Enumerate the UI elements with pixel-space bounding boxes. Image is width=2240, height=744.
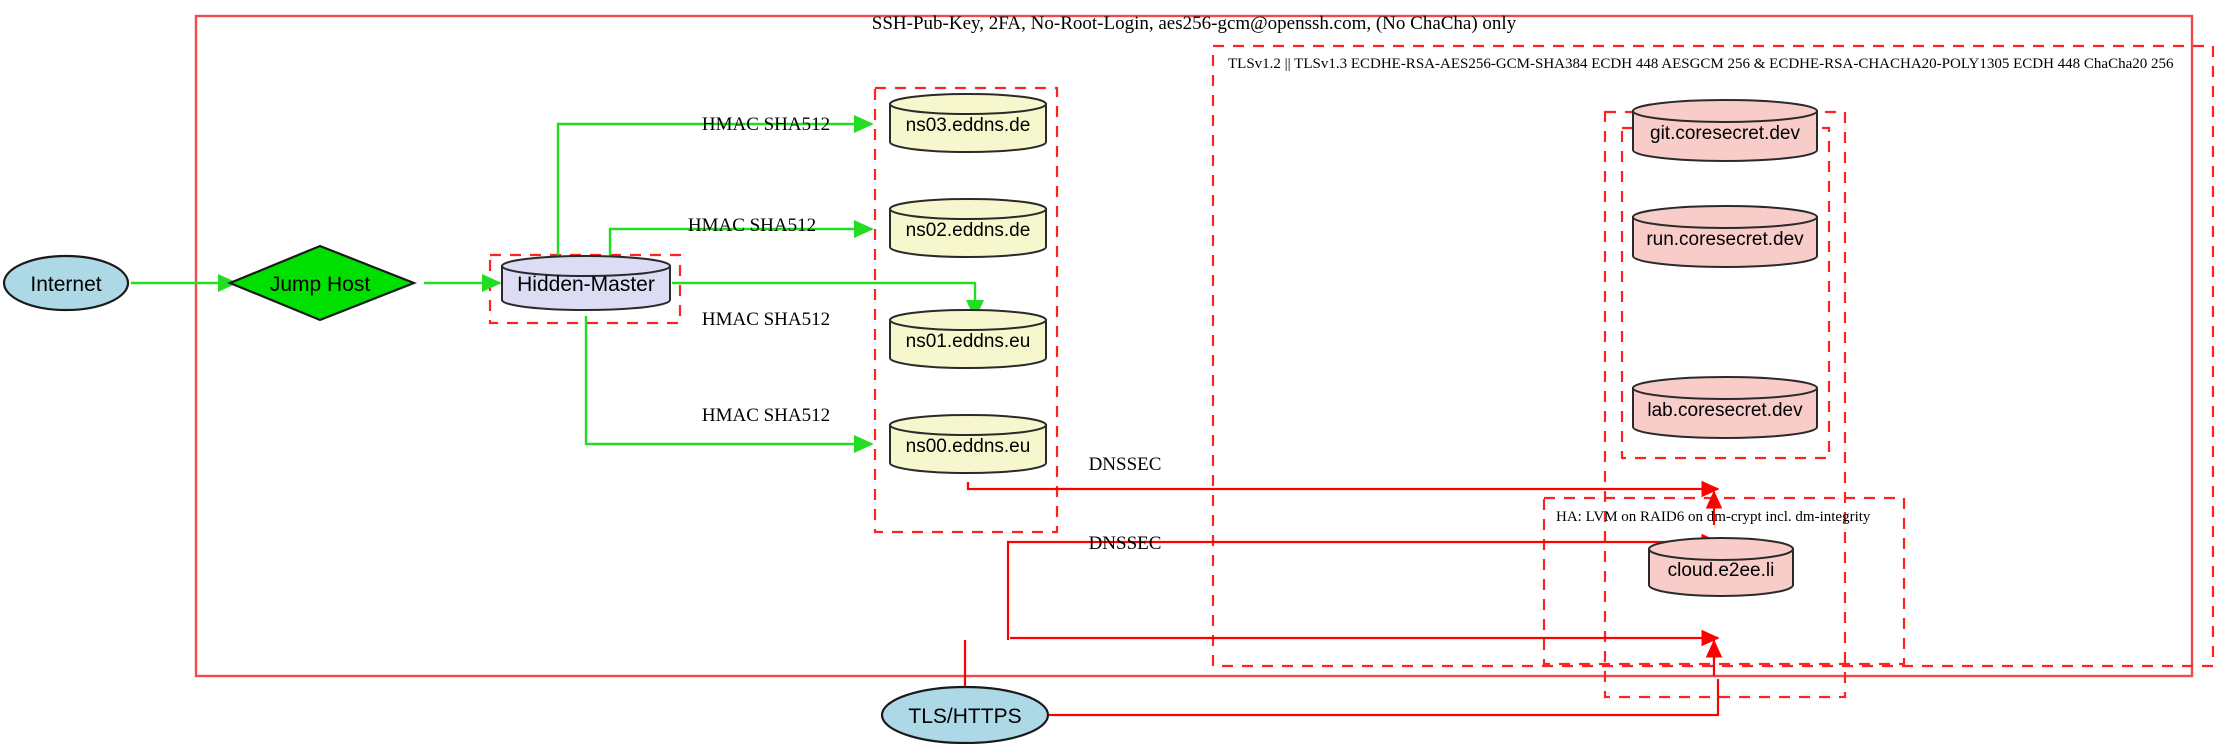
internet-ellipse: [2, 254, 130, 312]
ns03-cylinder-body: [889, 103, 1047, 153]
internet-label: Internet: [30, 273, 101, 296]
git-coresecret-label: git.coresecret.dev: [1650, 123, 1800, 144]
jump-host-diamond: [227, 244, 418, 322]
edge-label-dnssec-lower: DNSSEC: [1089, 533, 1162, 554]
cloud-cylinder-body: [1648, 548, 1794, 597]
edge-tlshttps-right-branch: [1048, 679, 1720, 717]
ssh-boundary-box: [194, 14, 2194, 678]
node-lab-coresecret[interactable]: lab.coresecret.dev: [1632, 376, 1818, 439]
ns01-cylinder-top: [889, 309, 1047, 331]
ns02-cylinder-body: [889, 208, 1047, 258]
ns03-label: ns03.eddns.de: [906, 115, 1031, 136]
edge-label-hmac-ns02: HMAC SHA512: [688, 215, 816, 236]
node-ns03[interactable]: ns03.eddns.de: [889, 93, 1047, 153]
ha-cluster-box: [1542, 496, 1906, 666]
lab-coresecret-label: lab.coresecret.dev: [1647, 400, 1803, 421]
node-ns02[interactable]: ns02.eddns.de: [889, 198, 1047, 258]
tls-policy-label: TLSv1.2 || TLSv1.3 ECDHE-RSA-AES256-GCM-…: [1228, 56, 2174, 72]
lab-cylinder-body: [1632, 387, 1818, 439]
ns00-cylinder-top: [889, 414, 1047, 436]
ns00-cylinder-body: [889, 424, 1047, 474]
git-cylinder-top: [1632, 99, 1818, 123]
edge-hiddenmaster-to-ns03: [556, 115, 874, 262]
node-jump-host[interactable]: Jump Host: [227, 244, 418, 322]
git-cylinder-body: [1632, 110, 1818, 162]
hidden-master-cylinder-top: [501, 255, 671, 277]
node-hidden-master[interactable]: Hidden-Master: [501, 255, 671, 311]
node-cloud-e2ee[interactable]: cloud.e2ee.li: [1648, 537, 1794, 597]
jump-host-label: Jump Host: [270, 273, 371, 296]
ns02-cylinder-top: [889, 198, 1047, 220]
lab-cylinder-top: [1632, 376, 1818, 400]
node-git-coresecret[interactable]: git.coresecret.dev: [1632, 99, 1818, 162]
run-cylinder-body: [1632, 216, 1818, 268]
hidden-master-label: Hidden-Master: [517, 273, 655, 296]
hidden-master-cylinder-body: [501, 265, 671, 311]
dns-cluster-box: [873, 86, 1059, 534]
ns00-label: ns00.eddns.eu: [906, 436, 1031, 457]
node-run-coresecret[interactable]: run.coresecret.dev: [1632, 205, 1818, 268]
edge-hiddenmaster-to-ns01: [672, 281, 984, 320]
node-tls-https[interactable]: TLS/HTTPS: [880, 685, 1050, 744]
run-cylinder-top: [1632, 205, 1818, 229]
tls-https-ellipse: [880, 685, 1050, 744]
edge-dnssec-lower: [1006, 533, 1720, 640]
node-ns01[interactable]: ns01.eddns.eu: [889, 309, 1047, 369]
node-internet[interactable]: Internet: [2, 254, 130, 312]
edge-label-dnssec-upper: DNSSEC: [1089, 454, 1162, 475]
edge-hiddenmaster-to-ns02: [608, 220, 874, 262]
ns03-cylinder-top: [889, 93, 1047, 115]
cloud-cylinder-top: [1648, 537, 1794, 561]
cloud-e2ee-label: cloud.e2ee.li: [1668, 560, 1775, 581]
edge-hiddenmaster-to-ns00: [584, 316, 874, 453]
ns02-label: ns02.eddns.de: [906, 220, 1031, 241]
node-ns00[interactable]: ns00.eddns.eu: [889, 414, 1047, 474]
edge-label-hmac-ns00: HMAC SHA512: [702, 405, 830, 426]
edge-label-hmac-ns01: HMAC SHA512: [702, 309, 830, 330]
tls-https-label: TLS/HTTPS: [908, 705, 1021, 728]
ssh-policy-label: SSH-Pub-Key, 2FA, No-Root-Login, aes256-…: [872, 13, 1517, 34]
ns01-cylinder-body: [889, 319, 1047, 369]
run-coresecret-label: run.coresecret.dev: [1646, 229, 1804, 250]
edge-dnssec-upper: [966, 480, 1720, 498]
edge-label-hmac-ns03: HMAC SHA512: [702, 114, 830, 135]
ns01-label: ns01.eddns.eu: [906, 331, 1031, 352]
